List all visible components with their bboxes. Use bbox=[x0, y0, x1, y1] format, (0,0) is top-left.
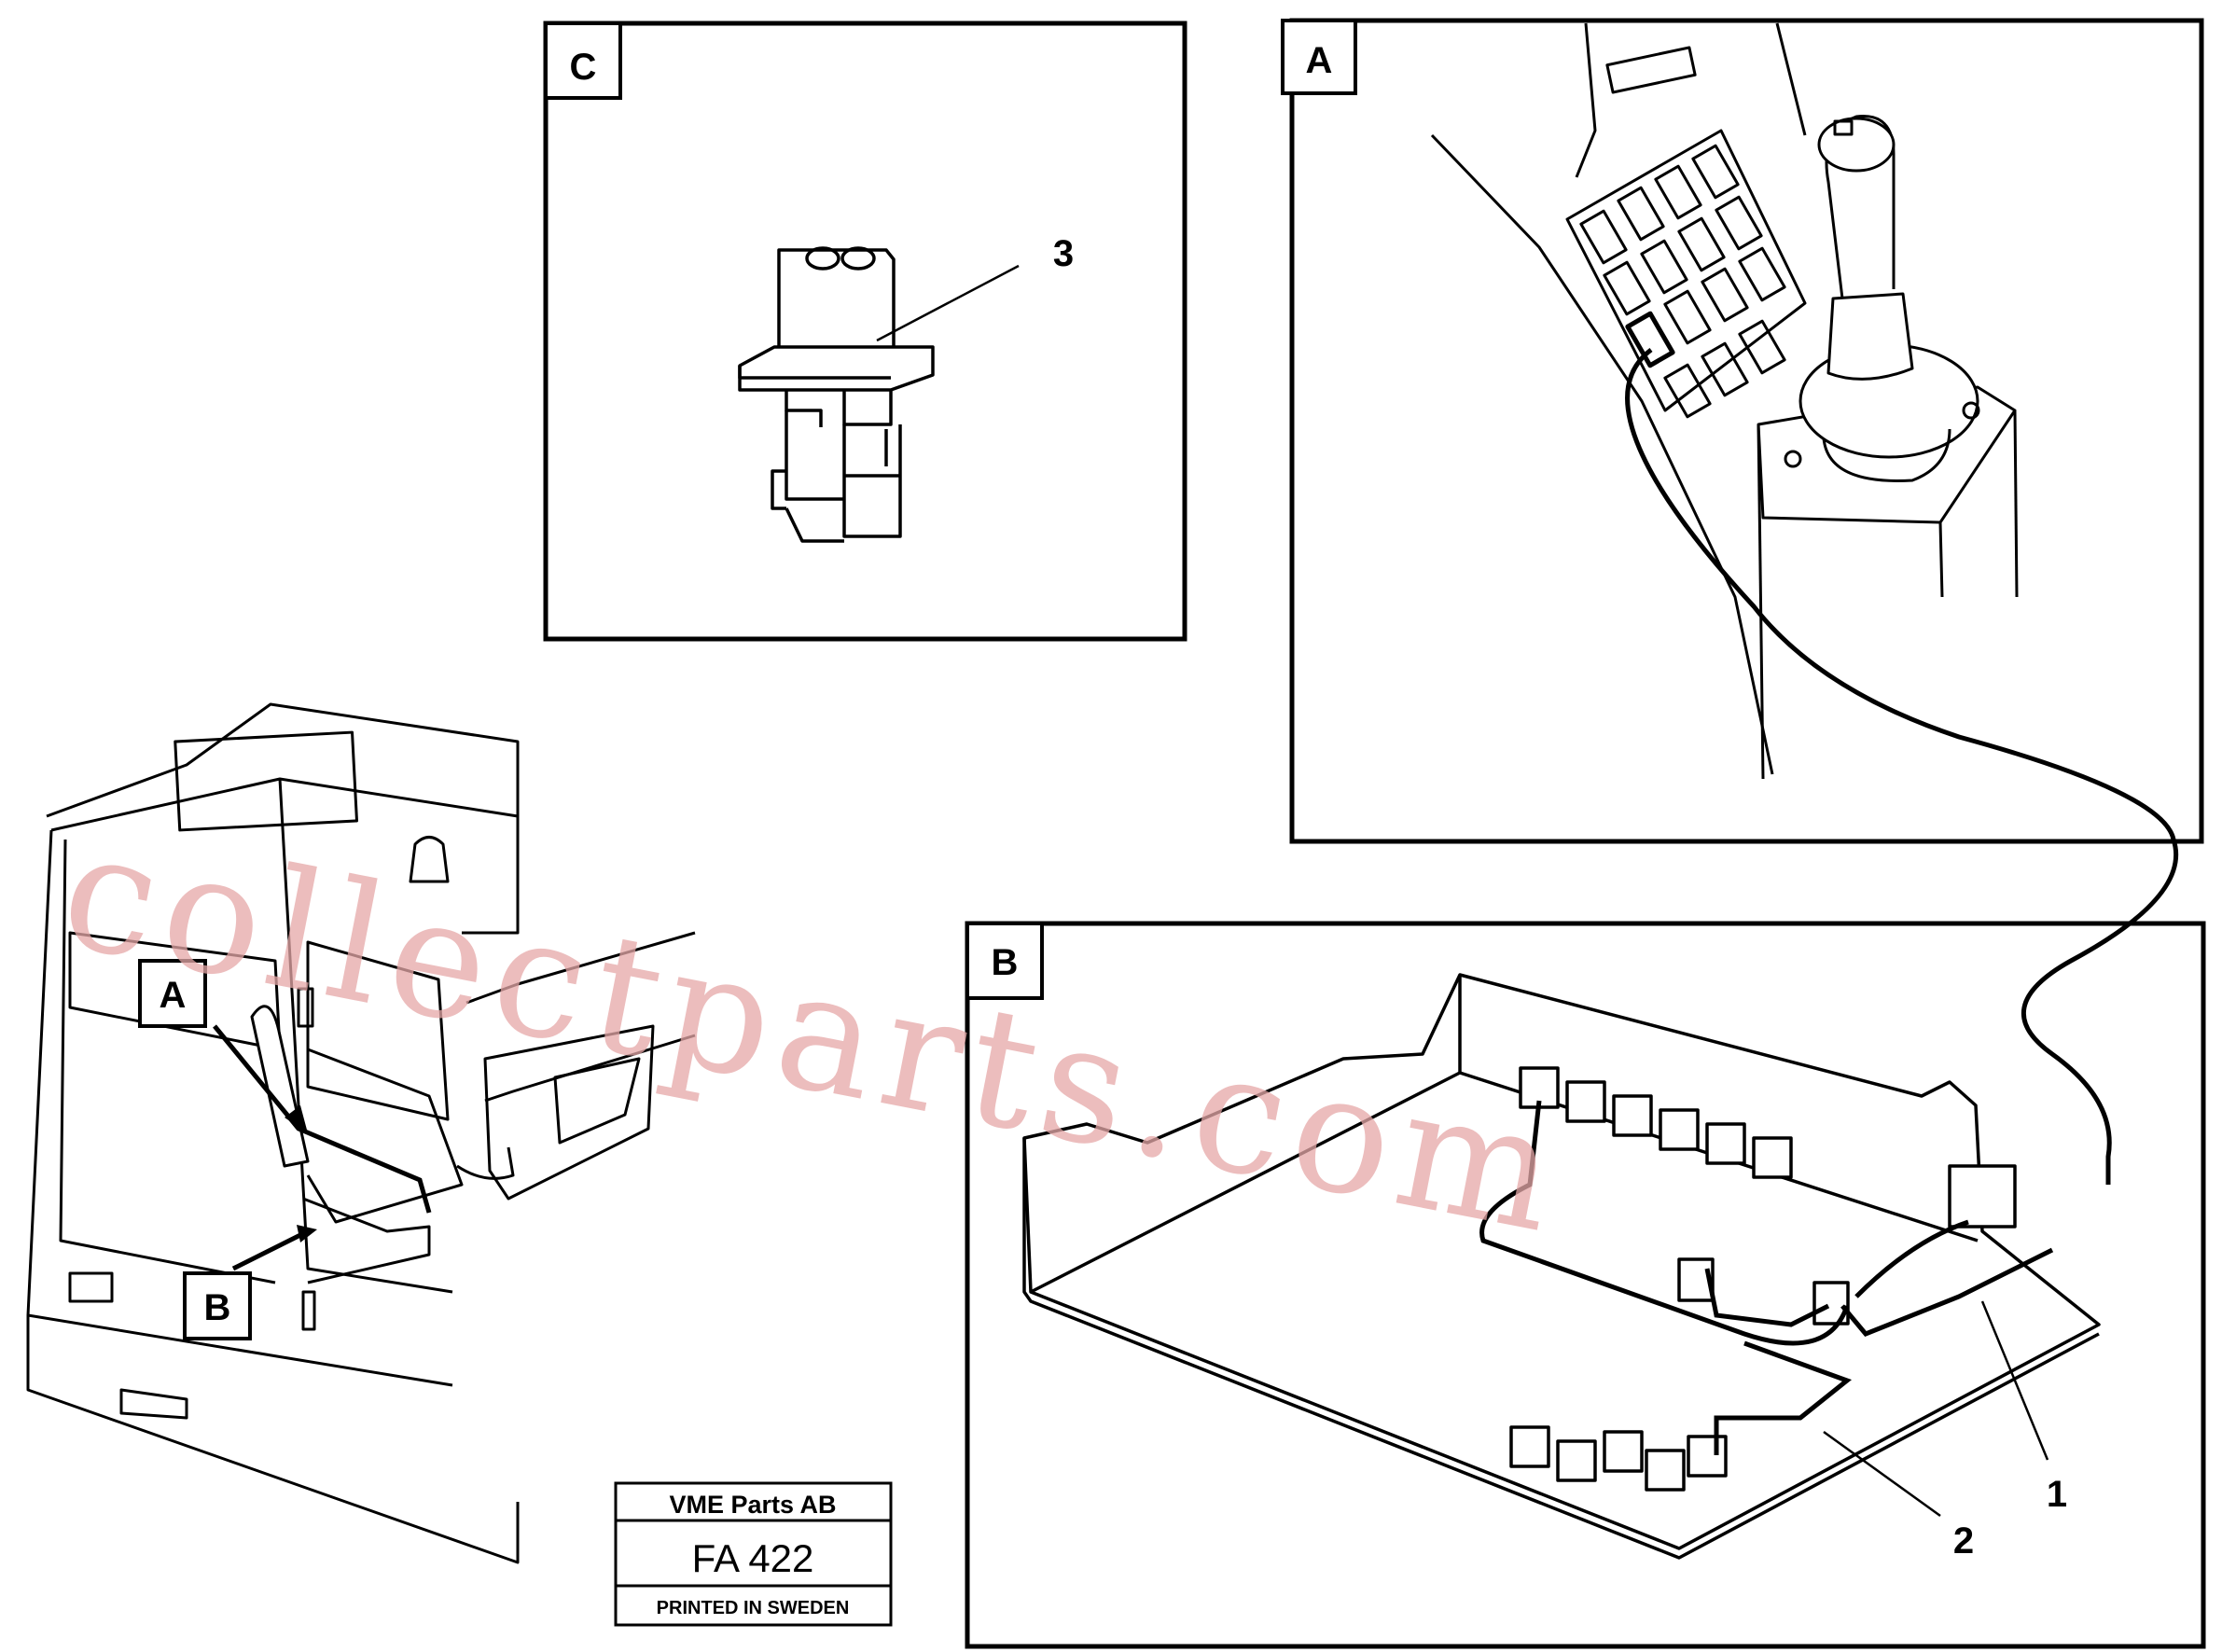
panel-a: A bbox=[1281, 18, 2204, 844]
fuse-tray bbox=[1022, 973, 2101, 1560]
control-console bbox=[1430, 22, 2019, 780]
panel-b: B bbox=[965, 921, 2206, 1649]
callout-2: 2 bbox=[1953, 1520, 1974, 1562]
panel-a-tag bbox=[1281, 19, 1357, 95]
callout-3-leader bbox=[876, 264, 1020, 342]
overview-tag-a: A bbox=[138, 959, 207, 1028]
panel-b-label: B bbox=[992, 942, 1019, 983]
panel-b-tag bbox=[965, 922, 1044, 1000]
svg-text:A: A bbox=[160, 975, 187, 1016]
diagram-code: FA 422 bbox=[692, 1536, 814, 1580]
callout-3: 3 bbox=[1053, 233, 1074, 274]
relay-row-top bbox=[1519, 1066, 1793, 1179]
cab-overview bbox=[26, 702, 696, 1564]
svg-text:B: B bbox=[204, 1287, 231, 1328]
arrow-to-b bbox=[297, 1225, 317, 1242]
joystick bbox=[1757, 115, 2019, 780]
callout-1: 1 bbox=[2047, 1474, 2067, 1515]
switch-grid bbox=[1579, 144, 1786, 419]
overview-tag-b: B bbox=[183, 1271, 252, 1340]
printed-in: PRINTED IN SWEDEN bbox=[657, 1598, 850, 1618]
panel-c-tag bbox=[544, 21, 622, 100]
panel-c-label: C bbox=[570, 47, 597, 88]
connector-part-3 bbox=[738, 246, 935, 543]
cab-wiring bbox=[213, 1024, 432, 1271]
relay-row-bottom bbox=[1509, 1425, 1728, 1492]
panel-a-label: A bbox=[1306, 40, 1333, 81]
callout-1-leader bbox=[1980, 1300, 2049, 1461]
callout-2-leader bbox=[1823, 1430, 1941, 1518]
beacon-light bbox=[409, 836, 450, 883]
company-name: VME Parts AB bbox=[669, 1491, 836, 1519]
arrow-to-a bbox=[285, 1105, 308, 1133]
tray-wires bbox=[1479, 1100, 2054, 1455]
wiring-harness bbox=[1625, 348, 2179, 1185]
title-block: VME Parts AB FA 422 PRINTED IN SWEDEN bbox=[614, 1481, 893, 1627]
panel-c: C 3 bbox=[543, 21, 1187, 642]
